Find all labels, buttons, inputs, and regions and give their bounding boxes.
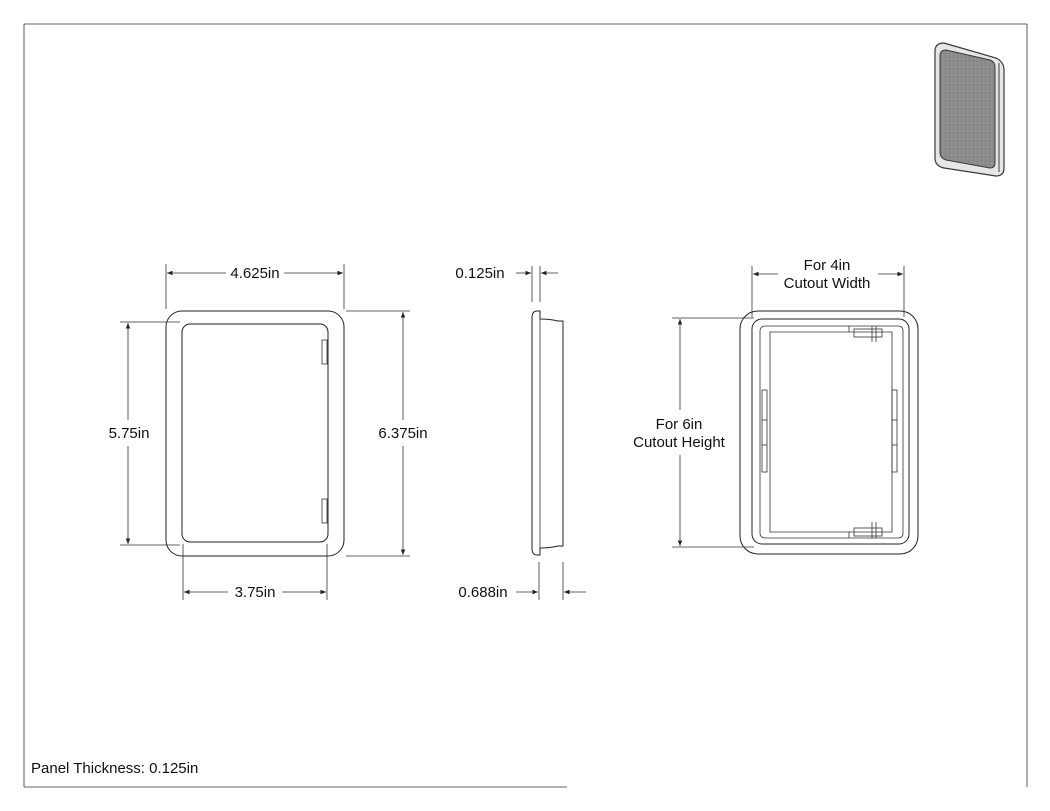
side-profile [531, 310, 564, 556]
sheet-border [23, 23, 1028, 788]
flange-thickness-label: 0.125in [455, 265, 504, 282]
back-view: For 4in Cutout Width For 6in Cutout Heig… [633, 257, 919, 555]
front-hinge-top [321, 339, 328, 365]
front-hinge-bottom [321, 498, 328, 524]
depth-label: 0.688in [458, 584, 507, 601]
cutout-width-line1: For 4in [804, 257, 851, 274]
overall-width-label: 4.625in [230, 265, 279, 282]
opening-width-label: 3.75in [235, 584, 276, 601]
overall-height-label: 6.375in [378, 425, 427, 442]
opening-height-label: 5.75in [109, 425, 150, 442]
isometric-thumbnail [934, 42, 1005, 177]
back-cutout-wall [759, 325, 904, 539]
panel-thickness-note: Panel Thickness: 0.125in [31, 760, 199, 777]
front-inner-opening [181, 323, 329, 543]
side-view: 0.125in 0.688in [455, 265, 586, 601]
back-inner-frame [751, 318, 910, 545]
cutout-width-line2: Cutout Width [784, 275, 871, 292]
back-hinge-top [848, 326, 883, 342]
back-outer-frame [739, 310, 919, 555]
front-outer-frame [165, 310, 345, 557]
back-latch-left [761, 389, 768, 473]
cutout-height-line2: Cutout Height [633, 434, 726, 451]
back-latch-right [891, 389, 898, 473]
front-view: 4.625in 5.75in 6.375in 3.75in [109, 264, 428, 601]
back-hinge-bottom [848, 522, 883, 538]
cutout-height-line1: For 6in [656, 416, 703, 433]
